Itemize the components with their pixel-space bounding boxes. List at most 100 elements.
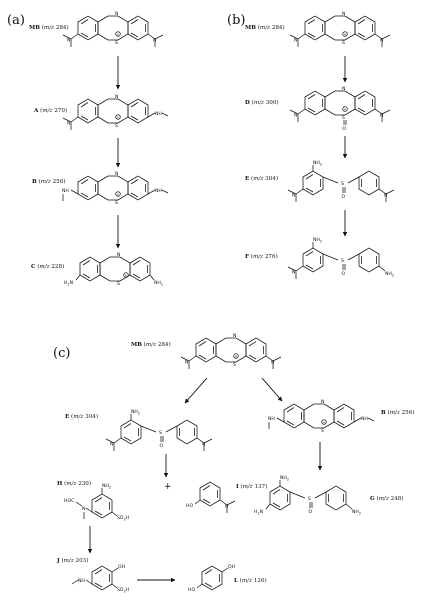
panel-a: N S + N N MB (m/z 284) N S + N NH: [29, 11, 169, 287]
label-a-a: A (m/z 270): [33, 107, 67, 114]
atom-s: S: [159, 430, 162, 436]
atom-o: O: [309, 509, 313, 515]
atom-nh2: NH2: [102, 483, 111, 489]
atom-plus: +: [322, 420, 325, 425]
panel-b: N S + N N MB (m/z 284) N S + O N: [245, 11, 395, 280]
atom-o: O: [342, 271, 346, 277]
atom-n: N: [294, 38, 297, 44]
label-a-b: B (m/z 256): [32, 178, 66, 185]
atom-plus: +: [343, 107, 346, 112]
atom-n: N: [225, 504, 228, 510]
compound-b-f: S O NH2 N NH2: [287, 237, 394, 280]
atom-s: S: [233, 362, 236, 368]
atom-nh: NH: [155, 111, 162, 117]
atom-o: O: [160, 443, 164, 449]
arrow-c-mb-b: [261, 377, 283, 402]
atom-o: O: [342, 126, 346, 132]
atom-n: N: [115, 11, 118, 17]
atom-hoc: HOC: [64, 498, 74, 504]
atom-plus: +: [124, 273, 127, 278]
atom-n: N: [110, 442, 113, 448]
panel-c-label: (c): [53, 346, 70, 361]
compound-c-j: OH SO3H NH: [71, 564, 129, 593]
atom-n: N: [67, 121, 70, 127]
atom-n: N: [271, 360, 274, 366]
atom-o: O: [342, 194, 346, 200]
atom-plus: +: [234, 354, 237, 359]
atom-s: S: [308, 496, 311, 502]
atom-nh: NH: [361, 416, 368, 422]
atom-n: N: [292, 270, 295, 276]
compound-b-d: N S + O N N: [289, 86, 391, 132]
label-c-b: B (m/z 256): [381, 409, 415, 416]
atom-s: S: [115, 200, 118, 206]
compound-c-b: N S + NH NH: [268, 399, 375, 434]
atom-n: N: [202, 442, 205, 448]
atom-n: N: [67, 38, 70, 44]
panel-b-label: (b): [227, 13, 245, 28]
atom-h2n: H2N: [254, 509, 263, 515]
atom-s: S: [341, 258, 344, 264]
compound-a-b: N S + NH NH: [62, 171, 169, 206]
compound-c-h: NH2 SO3H N HOC: [64, 483, 129, 521]
label-c-e: E (m/z 304): [65, 413, 98, 420]
atom-n: N: [342, 11, 345, 17]
atom-s: S: [115, 40, 118, 46]
atom-s: S: [341, 181, 344, 187]
compound-c-e: S O NH2 N N: [105, 409, 213, 452]
atom-so3h: SO3H: [117, 587, 129, 593]
atom-plus: +: [116, 192, 119, 197]
atom-nh2: NH2: [385, 271, 394, 277]
label-b-mb: MB (m/z 284): [245, 24, 285, 31]
compound-b-mb: N S + N N: [289, 11, 391, 48]
label-c-l: L (m/z 126): [234, 577, 267, 584]
atom-n: N: [294, 113, 297, 119]
label-c-i: I (m/z 137): [236, 483, 267, 490]
atom-s: S: [321, 428, 324, 434]
panel-a-label: (a): [7, 13, 25, 28]
panel-c: N S + N N MB (m/z 284) S: [56, 333, 415, 593]
atom-n: N: [342, 86, 345, 92]
compound-b-e: S O NH2 N N: [287, 160, 395, 203]
label-a-mb: MB (m/z 284): [29, 24, 69, 31]
label-b-e: E (m/z 304): [245, 175, 278, 182]
atom-n: N: [117, 252, 120, 258]
atom-nh: NH: [62, 188, 69, 194]
atom-nh2: NH2: [154, 280, 163, 286]
atom-oh: OH: [228, 564, 235, 570]
compound-c-l: OH HO: [188, 564, 235, 593]
atom-nh2: NH2: [352, 509, 361, 515]
atom-n: N: [233, 333, 236, 339]
atom-n: N: [82, 506, 85, 512]
arrow-c-mb-e: [184, 377, 208, 404]
atom-n: N: [292, 193, 295, 199]
atom-n: N: [380, 38, 383, 44]
atom-nh: NH: [155, 188, 162, 194]
atom-nh: NH: [268, 416, 275, 422]
compound-c-g: S O NH2 H2N NH2: [254, 475, 361, 515]
atom-s: S: [115, 123, 118, 129]
atom-n: N: [384, 193, 387, 199]
label-c-h: H (m/z 230): [57, 480, 91, 487]
atom-h2n: H2N: [64, 280, 73, 286]
atom-plus: +: [116, 32, 119, 37]
atom-ho: HO: [188, 587, 195, 593]
atom-nh2: NH2: [280, 475, 289, 481]
label-b-d: D (m/z 300): [245, 99, 279, 106]
label-b-f: F (m/z 276): [245, 253, 278, 260]
atom-s: S: [342, 115, 345, 121]
compound-c-mb: N S + N N: [180, 333, 282, 370]
label-a-c: C (m/z 228): [31, 263, 64, 270]
atom-n: N: [115, 94, 118, 100]
atom-oh: OH: [118, 564, 125, 570]
compound-a-a: N S + N NH: [62, 94, 169, 131]
atom-so3h: SO3H: [117, 515, 129, 521]
atom-nh2: NH2: [313, 160, 322, 166]
compound-a-c: N S + H2N NH2: [64, 252, 163, 287]
atom-nh: NH: [78, 578, 85, 584]
atom-n: N: [185, 360, 188, 366]
atom-plus: +: [116, 115, 119, 120]
atom-nh2: NH2: [313, 237, 322, 243]
atom-n: N: [115, 171, 118, 177]
atom-plus: +: [343, 32, 346, 37]
